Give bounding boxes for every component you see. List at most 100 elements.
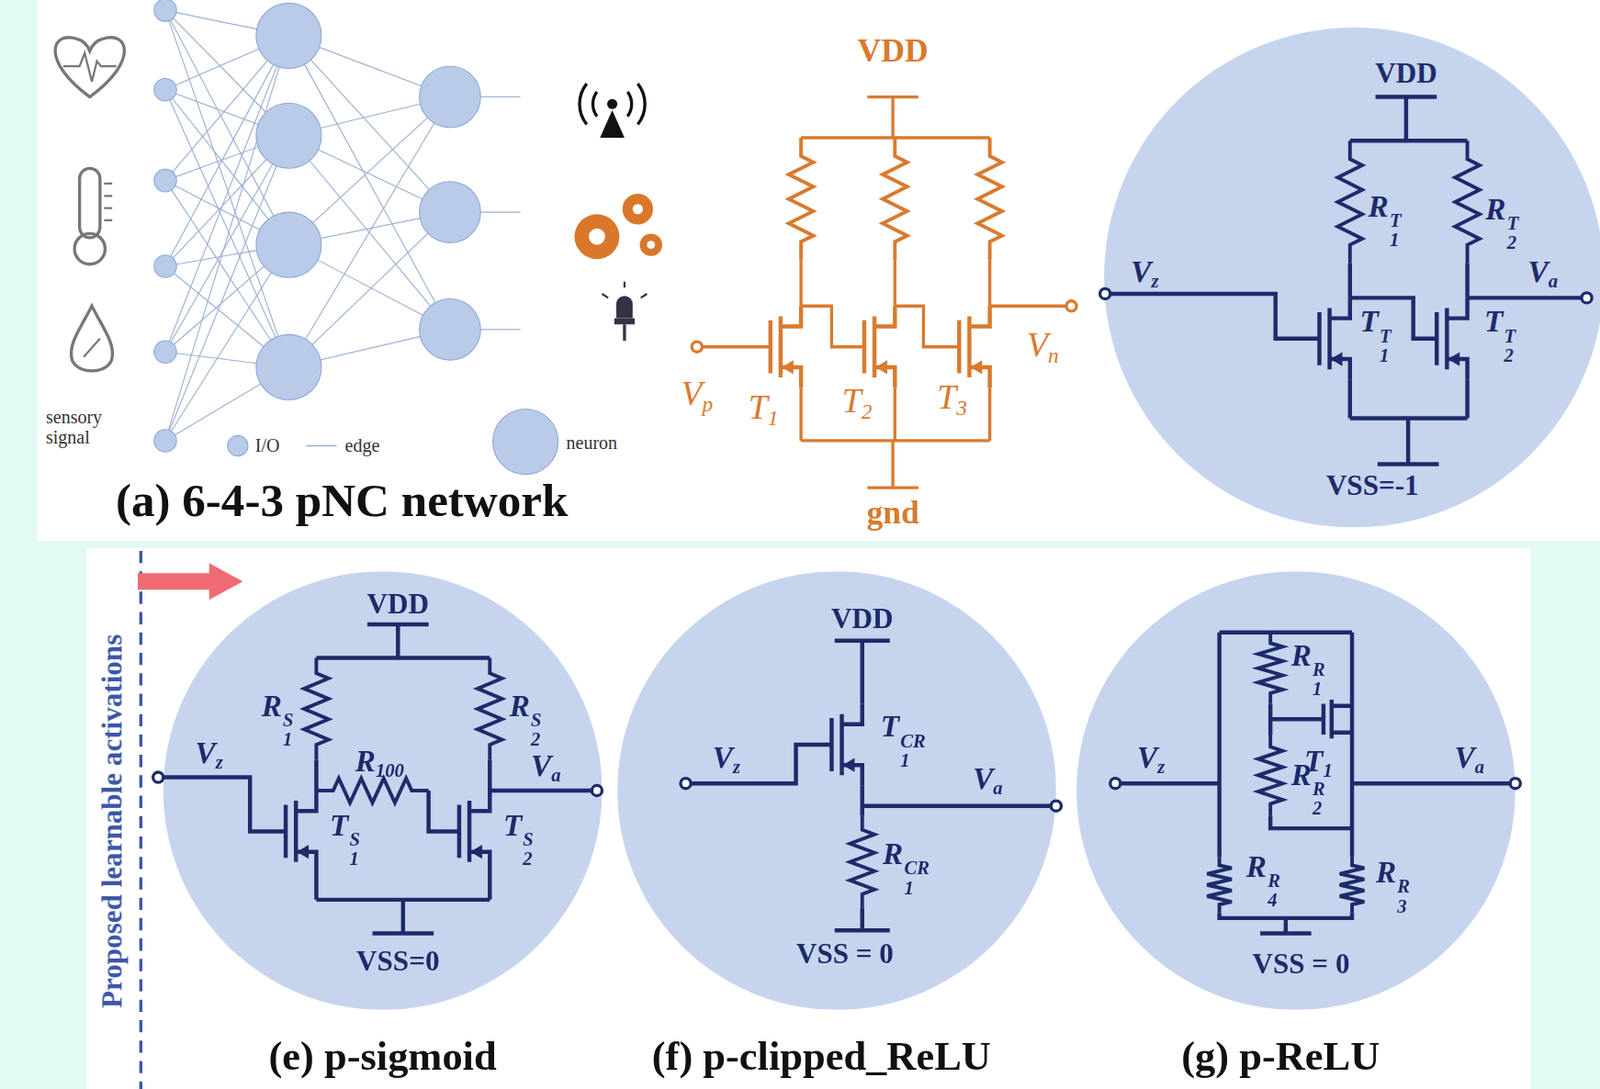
subscript: 1 xyxy=(1322,759,1332,781)
symbol-letter: R xyxy=(882,836,903,871)
superscript: CR xyxy=(900,732,926,752)
circuit-label: Vz xyxy=(1137,740,1165,779)
circuit-label: R100 xyxy=(355,743,405,783)
circuit-label: R3R xyxy=(1375,855,1410,916)
index-stack: 2S xyxy=(522,831,533,869)
inverter-circuit xyxy=(691,97,1077,489)
circuit-label: T1S xyxy=(329,808,361,869)
circuit-label: T2S xyxy=(503,808,534,869)
network-neuron xyxy=(154,429,177,452)
figure-label: Vp xyxy=(680,374,713,418)
symbol-letter: V xyxy=(1137,740,1158,775)
symbol-letter: V xyxy=(712,740,733,775)
subscript: 1 xyxy=(767,405,779,431)
network-neuron xyxy=(256,102,322,169)
superscript: T xyxy=(1507,214,1520,235)
subscript: 2 xyxy=(522,850,533,870)
circle-fill xyxy=(1104,27,1600,528)
subscript: z xyxy=(215,752,224,774)
superscript: CR xyxy=(903,859,930,879)
superscript: R xyxy=(1312,660,1326,680)
circuit-caption: (g) p-ReLU xyxy=(1181,1032,1380,1081)
symbol-letter: V xyxy=(1528,254,1549,289)
subscript: z xyxy=(1157,755,1165,778)
network-edge xyxy=(165,135,289,441)
activation-circle: R1RT1VzR2RVaR4RR3RVSS = 0(g) p-ReLU xyxy=(1076,571,1516,1011)
symbol-letter: T xyxy=(1484,304,1503,339)
index-stack: 1S xyxy=(282,711,293,750)
network-edge xyxy=(165,35,289,352)
figure-label: Proposed learnable activations xyxy=(95,634,129,1009)
network-neuron xyxy=(419,181,482,244)
circuit-label: R1R xyxy=(1291,638,1326,699)
subscript: 1 xyxy=(1379,346,1392,366)
figure-label: T2 xyxy=(842,381,873,425)
legend-samples xyxy=(227,408,559,474)
subscript: a xyxy=(1475,755,1485,778)
superscript: R xyxy=(1267,871,1281,891)
activation-circle: VDDVzT1CRVaR1CRVSS = 0(f) p-clipped_ReLU xyxy=(617,571,1057,1011)
subscript: a xyxy=(992,777,1003,799)
circuit-label: Va xyxy=(1528,254,1559,293)
circuit-label: VSS = 0 xyxy=(796,937,894,971)
circuit-label: VDD xyxy=(831,603,893,637)
symbol-letter: T xyxy=(936,378,957,417)
index-stack: 1CR xyxy=(903,859,930,898)
index-stack: 3R xyxy=(1397,878,1410,916)
index-stack: 1CR xyxy=(900,732,926,770)
index-stack: 2T xyxy=(1507,214,1520,253)
circuit-caption: (e) p-sigmoid xyxy=(269,1032,497,1081)
network-neuron xyxy=(256,334,322,400)
figure-label: T1 xyxy=(748,388,779,432)
circuit-label: Vz xyxy=(712,740,741,779)
legend-text: I/O xyxy=(255,435,281,457)
network-neuron xyxy=(256,2,322,68)
symbol-letter: V xyxy=(195,735,216,770)
circuit-label: T1T xyxy=(1360,304,1392,365)
subscript: 1 xyxy=(1389,230,1402,250)
superscript: T xyxy=(1504,326,1517,347)
symbol-letter: R xyxy=(1246,849,1267,884)
symbol-letter: V xyxy=(1454,740,1476,775)
circuit-label: VSS = 0 xyxy=(1252,947,1351,981)
subscript: n xyxy=(1047,342,1060,368)
legend-text: neuron xyxy=(566,433,619,455)
symbol-letter: V xyxy=(530,748,552,783)
figure-label: VDD xyxy=(857,32,929,70)
network-neuron xyxy=(154,169,177,192)
symbol-letter: R xyxy=(1368,189,1389,224)
subscript: 1 xyxy=(349,850,360,870)
index-stack: 2T xyxy=(1504,326,1517,365)
circuit-label: Va xyxy=(530,748,562,788)
circuit-label: R2S xyxy=(509,688,542,750)
superscript: R xyxy=(1397,878,1410,898)
figure-label: (a) 6-4-3 pNC network xyxy=(115,473,569,528)
subscript: 3 xyxy=(1397,897,1410,917)
circuit-label: Vz xyxy=(195,735,224,775)
circle-outline xyxy=(1104,27,1600,528)
subscript: a xyxy=(551,764,561,786)
subscript: 1 xyxy=(900,751,926,771)
circle-fill xyxy=(163,571,603,1011)
symbol-letter: T xyxy=(880,709,900,744)
circuit-label: R2R xyxy=(1291,757,1326,819)
network-neuron xyxy=(154,340,177,363)
sensor-icons xyxy=(55,37,124,372)
circuit-label: Vz xyxy=(1130,254,1159,293)
figure-label: gnd xyxy=(866,494,919,532)
network-neuron xyxy=(154,78,177,102)
superscript: R xyxy=(1312,779,1326,800)
superscript: S xyxy=(522,831,533,851)
subscript: 2 xyxy=(861,399,873,425)
symbol-letter: V xyxy=(972,761,993,796)
circuit-label: R1CR xyxy=(882,836,930,898)
index-stack: 4R xyxy=(1267,871,1281,910)
network-edge xyxy=(165,10,289,368)
circle-fill xyxy=(1076,571,1516,1011)
symbol-letter: R xyxy=(509,688,530,723)
bottom-panel xyxy=(86,548,1531,1089)
index-stack: 2S xyxy=(530,711,541,750)
figure-label: sensory signal xyxy=(45,408,128,450)
